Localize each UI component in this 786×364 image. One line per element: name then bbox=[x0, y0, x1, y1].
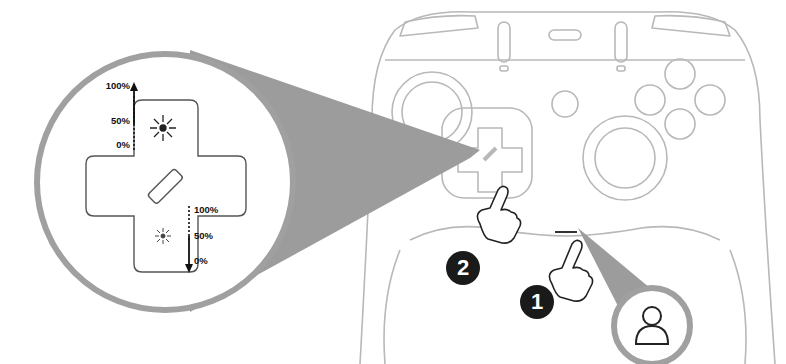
percent-label: 50% bbox=[194, 231, 213, 241]
percent-label: 0% bbox=[116, 140, 130, 150]
percent-label: 100% bbox=[106, 81, 130, 91]
percent-label: 0% bbox=[194, 256, 208, 266]
percent-label: 100% bbox=[194, 205, 218, 215]
callout-number: 2 bbox=[457, 257, 469, 279]
percent-label: 50% bbox=[111, 116, 130, 126]
callout-number: 1 bbox=[531, 291, 543, 313]
